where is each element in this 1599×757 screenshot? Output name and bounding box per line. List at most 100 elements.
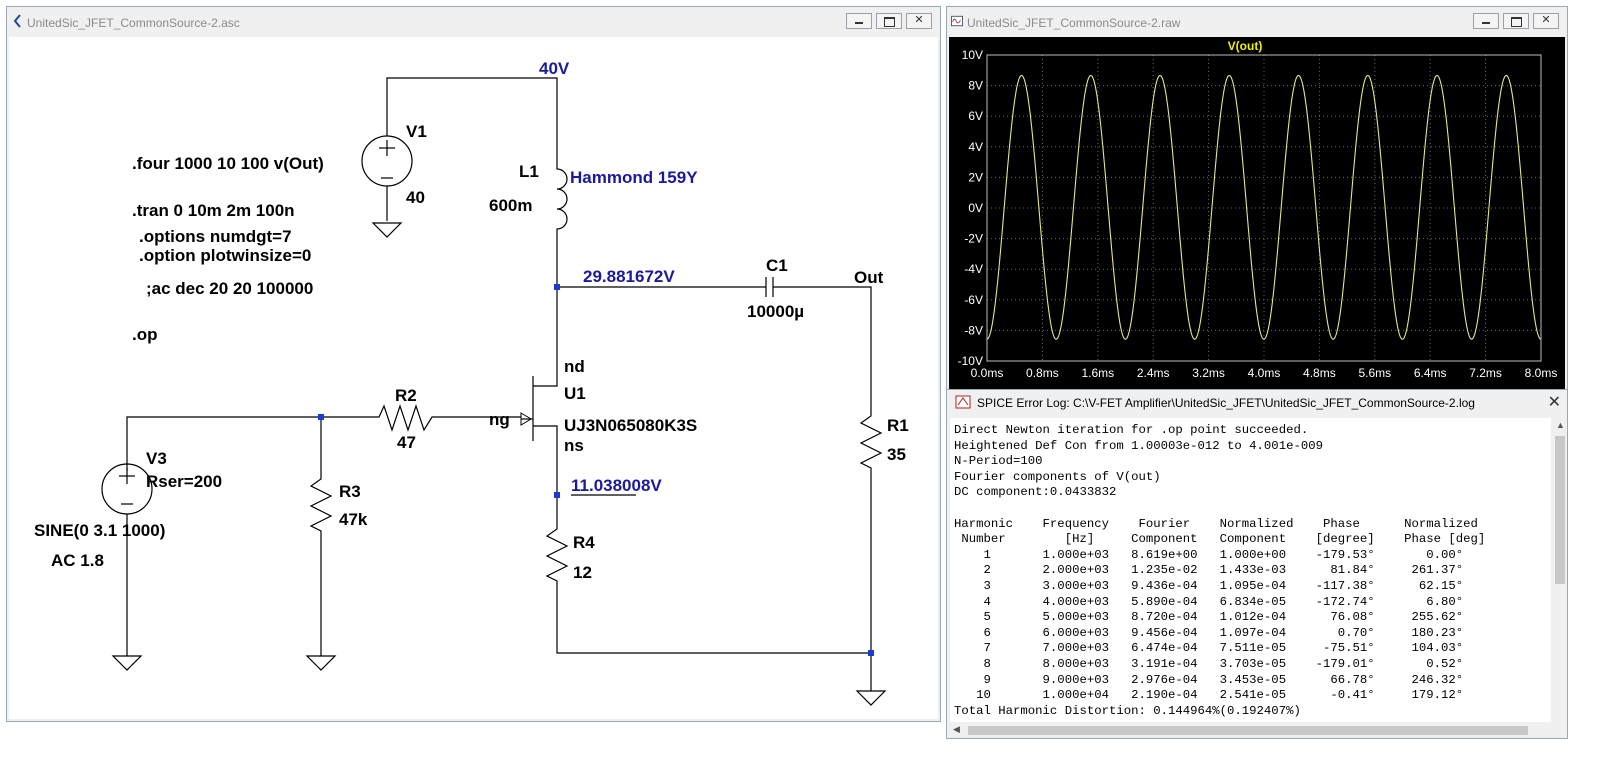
- y-tick-label: -10V: [958, 354, 983, 368]
- log-line: DC component:0.0433832: [954, 485, 1117, 500]
- x-tick-label: 1.6ms: [1081, 366, 1114, 380]
- directive-ac-comment[interactable]: ;ac dec 20 20 100000: [146, 279, 313, 298]
- v1-value: 40: [406, 188, 425, 207]
- waveform-icon: [951, 15, 963, 27]
- vertical-scrollbar[interactable]: ▲: [1553, 418, 1567, 722]
- v1-name: V1: [406, 122, 427, 141]
- y-tick-label: 6V: [968, 109, 983, 123]
- y-tick-label: -2V: [964, 232, 983, 246]
- vout-trace: [986, 74, 1542, 340]
- ltspice-icon: [13, 14, 21, 28]
- schematic-window[interactable]: UnitedSic_JFET_CommonSource-2.asc: [6, 6, 941, 722]
- y-tick-label: 2V: [968, 170, 983, 184]
- directive-numdgt[interactable]: .options numdgt=7: [139, 227, 292, 246]
- scroll-thumb[interactable]: [1555, 436, 1565, 584]
- log-line: 1 1.000e+03 8.619e+00 1.000e+00 -179.53°…: [954, 547, 1464, 562]
- drain-node-voltage: 29.881672V: [583, 267, 675, 286]
- x-tick-label: 7.2ms: [1469, 366, 1502, 380]
- log-line: Fourier components of V(out): [954, 469, 1161, 484]
- nd-label: nd: [564, 357, 585, 376]
- r1-name: R1: [887, 416, 909, 435]
- log-line: Heightened Def Con from 1.00003e-012 to …: [954, 438, 1323, 453]
- log-line: [954, 501, 1551, 517]
- waveform-plot: V(out) 10V8V6V4V2V0V-2V-4V-6V-8V-10V0.0m…: [958, 39, 1558, 380]
- close-button[interactable]: [1533, 13, 1559, 29]
- directive-four[interactable]: .four 1000 10 100 v(Out): [132, 154, 324, 173]
- out-label: Out: [854, 268, 884, 287]
- directive-tran[interactable]: .tran 0 10m 2m 100n: [132, 201, 295, 220]
- x-tick-label: 3.2ms: [1192, 366, 1225, 380]
- r1-value: 35: [887, 445, 906, 464]
- y-tick-label: -4V: [964, 262, 983, 276]
- log-line: 4 4.000e+03 5.890e-04 6.834e-05 -172.74°…: [954, 594, 1464, 609]
- error-log-titlebar[interactable]: SPICE Error Log: C:\V-FET Amplifier\Unit…: [947, 390, 1567, 416]
- ns-label: ns: [564, 436, 584, 455]
- directive-op[interactable]: .op: [132, 325, 158, 344]
- x-tick-label: 5.6ms: [1358, 366, 1391, 380]
- waveform-title: UnitedSic_JFET_CommonSource-2.raw: [967, 16, 1181, 30]
- maximize-button[interactable]: [876, 13, 902, 29]
- u1-model: UJ3N065080K3S: [564, 416, 697, 435]
- x-tick-label: 6.4ms: [1414, 366, 1447, 380]
- horizontal-scrollbar[interactable]: ◀: [950, 723, 1551, 738]
- source-node-voltage: 11.038008V: [571, 476, 662, 495]
- c1-value: 10000µ: [747, 302, 804, 321]
- r2-name: R2: [395, 386, 417, 405]
- log-line: N-Period=100: [954, 454, 1043, 469]
- y-tick-label: 10V: [962, 48, 983, 62]
- error-log-title: SPICE Error Log: C:\V-FET Amplifier\Unit…: [977, 396, 1475, 410]
- c1-name: C1: [766, 256, 788, 275]
- x-tick-label: 8.0ms: [1525, 366, 1558, 380]
- l1-model: Hammond 159Y: [570, 168, 698, 187]
- schematic-titlebar[interactable]: UnitedSic_JFET_CommonSource-2.asc: [7, 7, 940, 37]
- error-log-text[interactable]: Direct Newton iteration for .op point su…: [950, 418, 1551, 722]
- minimize-button[interactable]: [1473, 13, 1499, 29]
- log-line: 8 8.000e+03 3.191e-04 3.703e-05 -179.01°…: [954, 656, 1464, 671]
- log-line: 3 3.000e+03 9.436e-04 1.095e-04 -117.38°…: [954, 578, 1464, 593]
- maximize-button[interactable]: [1503, 13, 1529, 29]
- waveform-titlebar[interactable]: UnitedSic_JFET_CommonSource-2.raw: [947, 7, 1567, 37]
- x-tick-label: 4.0ms: [1248, 366, 1281, 380]
- supply-node-voltage: 40V: [539, 59, 570, 78]
- y-tick-label: 0V: [968, 201, 983, 215]
- close-icon[interactable]: ✕: [1547, 394, 1561, 411]
- y-tick-label: -6V: [964, 293, 983, 307]
- schematic-drawing: V1 40 L1 600m C1 10000µ Out nd U1 UJ3N06…: [34, 59, 909, 706]
- log-line: 9 9.000e+03 2.976e-04 3.453e-05 66.78° 2…: [954, 672, 1464, 687]
- log-line: 2 2.000e+03 1.235e-02 1.433e-03 81.84° 2…: [954, 563, 1464, 578]
- x-tick-label: 0.0ms: [971, 366, 1004, 380]
- scroll-up-icon[interactable]: ▲: [1556, 420, 1565, 430]
- r4-name: R4: [573, 533, 595, 552]
- u1-name: U1: [564, 384, 586, 403]
- error-log-window[interactable]: SPICE Error Log: C:\V-FET Amplifier\Unit…: [946, 389, 1568, 739]
- l1-value: 600m: [489, 196, 532, 215]
- v3-ac: AC 1.8: [51, 551, 104, 570]
- y-tick-label: 8V: [968, 79, 983, 93]
- scroll-thumb-horizontal[interactable]: [968, 726, 1528, 735]
- r3-value: 47k: [339, 510, 368, 529]
- log-line: 5 5.000e+03 8.720e-04 1.012e-04 76.08° 2…: [954, 610, 1464, 625]
- v3-sine: SINE(0 3.1 1000): [34, 521, 165, 540]
- x-tick-label: 0.8ms: [1026, 366, 1059, 380]
- directive-plotwinsize[interactable]: .option plotwinsize=0: [139, 246, 311, 265]
- schematic-canvas[interactable]: V1 40 L1 600m C1 10000µ Out nd U1 UJ3N06…: [9, 37, 938, 719]
- r4-value: 12: [573, 563, 592, 582]
- v3-rser: Rser=200: [146, 472, 222, 491]
- close-button[interactable]: [906, 13, 932, 29]
- minimize-button[interactable]: [846, 13, 872, 29]
- log-line: Number [Hz] Component Component [degree]…: [954, 532, 1486, 547]
- log-line: 7 7.000e+03 6.474e-04 7.511e-05 -75.51° …: [954, 641, 1464, 656]
- x-tick-label: 4.8ms: [1303, 366, 1336, 380]
- waveform-window[interactable]: UnitedSic_JFET_CommonSource-2.raw V(out)…: [946, 6, 1568, 390]
- trace-label[interactable]: V(out): [1228, 39, 1263, 53]
- r2-value: 47: [397, 433, 416, 452]
- scroll-left-icon[interactable]: ◀: [953, 724, 960, 734]
- ng-label: ng: [489, 410, 510, 429]
- schematic-title: UnitedSic_JFET_CommonSource-2.asc: [27, 16, 240, 30]
- log-line: 10 1.000e+04 2.190e-04 2.541e-05 -0.41° …: [954, 688, 1464, 703]
- l1-name: L1: [519, 162, 539, 181]
- log-line: Harmonic Frequency Fourier Normalized Ph…: [954, 516, 1478, 531]
- log-line: 6 6.000e+03 9.456e-04 1.097e-04 0.70° 18…: [954, 625, 1464, 640]
- log-icon: [955, 395, 971, 409]
